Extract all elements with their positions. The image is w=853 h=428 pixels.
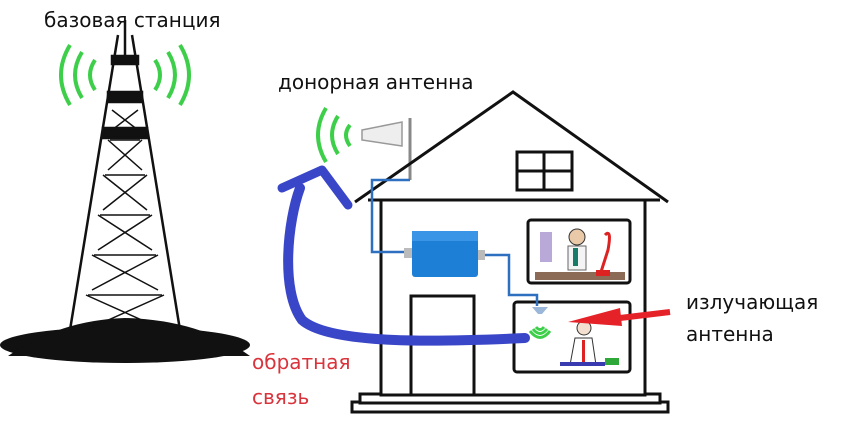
feedback-label-line2: связь xyxy=(252,385,310,409)
radiating-antenna-label-line1: излучающая xyxy=(686,290,819,314)
reading-person-picture xyxy=(560,320,619,366)
cell-tower xyxy=(0,20,250,363)
radiating-antenna-label-line2: антенна xyxy=(686,322,774,346)
pointer-arrow xyxy=(568,308,671,326)
donor-antenna-label: донорная антенна xyxy=(278,70,474,94)
house xyxy=(350,90,670,414)
cable xyxy=(370,178,539,306)
base-station-label: базовая станция xyxy=(44,8,221,32)
indoor-antenna xyxy=(532,307,548,314)
feedback-arrow xyxy=(277,165,530,346)
repeater-unit xyxy=(404,231,485,277)
office-worker-picture xyxy=(535,228,625,280)
donor-antenna xyxy=(361,118,412,180)
feedback-label-line1: обратная xyxy=(252,350,351,374)
indoor-signal-icon xyxy=(528,325,552,339)
tower-signal-icon xyxy=(59,43,191,107)
donor-signal-icon xyxy=(316,106,352,164)
